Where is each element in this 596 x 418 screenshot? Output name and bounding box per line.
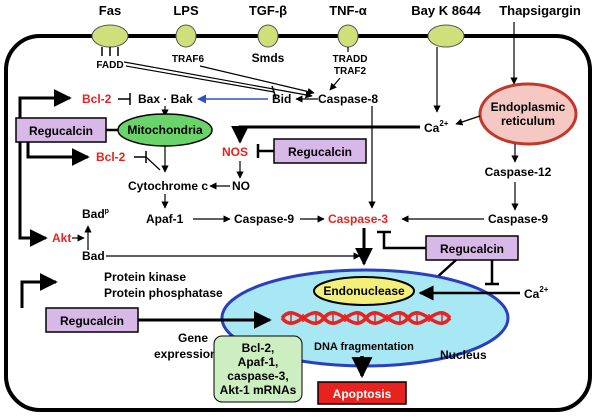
regucalcin-center-box <box>273 138 367 164</box>
nucleus-label: Nucleus <box>440 348 487 362</box>
regucalcin-left-label: Regucalcin <box>29 124 93 138</box>
label-thapsigargin: Thapsigargin <box>499 3 581 18</box>
receptor-lps <box>175 24 197 48</box>
endoplasmic-reticulum <box>478 82 578 146</box>
label-tgfb: TGF-β <box>249 3 287 18</box>
regucalcin-right-label: Regucalcin <box>440 242 504 256</box>
mitochondria-label: Mitochondria <box>127 123 203 137</box>
node-bax-bak: Bax · Bak <box>138 92 193 106</box>
label-tradd: TRADD <box>333 54 368 65</box>
er-label-line1: Endoplasmic <box>491 100 566 114</box>
label-fas: Fas <box>99 3 121 18</box>
node-dna-fragmentation: DNA fragmentation <box>314 341 414 353</box>
node-apaf1: Apaf-1 <box>146 212 184 226</box>
dna-helix <box>280 311 452 325</box>
regucalcin-center-label: Regucalcin <box>288 145 352 159</box>
apoptosis-box <box>317 381 407 405</box>
endonuclease <box>313 276 415 306</box>
label-lps: LPS <box>173 3 199 18</box>
label-smds: Smds <box>252 51 285 65</box>
node-ca-nuclear: Ca2+ <box>524 285 549 301</box>
node-nos: NOS <box>222 145 248 159</box>
endonuclease-label: Endonuclease <box>323 284 405 298</box>
node-badp: Badp <box>82 207 109 221</box>
label-bayk: Bay K 8644 <box>411 3 481 18</box>
mrna-line-1: Bcl-2, <box>242 341 275 355</box>
er-label-line2: reticulum <box>501 114 555 128</box>
node-expression: expression <box>154 347 217 361</box>
node-bcl2-top: Bcl-2 <box>82 92 112 106</box>
node-caspase8: Caspase-8 <box>318 92 378 106</box>
node-caspase3: Caspase-3 <box>328 212 388 226</box>
receptor-tgfb <box>257 24 279 48</box>
node-bad: Bad <box>82 249 105 263</box>
receptor-bayk <box>427 24 465 48</box>
apoptosis-label: Apoptosis <box>333 387 392 401</box>
mrna-box <box>213 335 303 403</box>
node-bcl2-mid: Bcl-2 <box>96 150 126 164</box>
receptor-tnfa <box>337 24 359 48</box>
label-traf6: TRAF6 <box>172 54 205 65</box>
mrna-line-4: Akt-1 mRNAs <box>220 383 297 397</box>
node-cytochrome-c: Cytochrome c <box>128 179 208 193</box>
mrna-line-2: Apaf-1, <box>238 355 279 369</box>
label-fadd: FADD <box>96 60 123 71</box>
node-ca-cytosolic: Ca2+ <box>424 119 449 135</box>
node-akt: Akt <box>52 231 71 245</box>
receptor-fas <box>91 24 129 48</box>
mrna-line-3: caspase-3, <box>227 369 288 383</box>
node-caspase12: Caspase-12 <box>485 165 552 179</box>
node-bid: Bid <box>272 92 291 106</box>
node-protein-kinase: Protein kinase <box>104 270 186 284</box>
node-protein-phosphatase: Protein phosphatase <box>104 286 223 300</box>
regucalcin-bottom-label: Regucalcin <box>60 314 124 328</box>
regucalcin-left-box <box>15 117 107 143</box>
node-caspase9-mid: Caspase-9 <box>234 212 294 226</box>
label-tnfa: TNF-α <box>329 3 367 18</box>
node-gene: Gene <box>178 331 208 345</box>
node-no: NO <box>232 179 250 193</box>
regucalcin-right-box <box>425 235 519 261</box>
regucalcin-bottom-box <box>45 307 139 333</box>
label-traf2: TRAF2 <box>334 66 367 77</box>
node-caspase9-right: Caspase-9 <box>488 212 548 226</box>
